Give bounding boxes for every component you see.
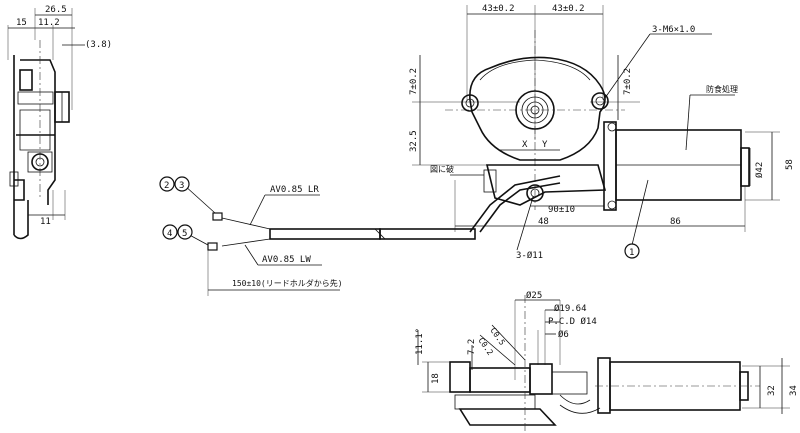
balloon-4 — [162, 224, 178, 240]
balloon-5 — [177, 224, 193, 240]
balloon-3 — [174, 176, 190, 192]
label-av-lw: AV0.85 LW — [262, 255, 311, 265]
label-av-lr: AV0.85 LR — [270, 185, 319, 195]
dim-c0-2: C0.2 — [476, 336, 495, 357]
dim-18: 18 — [431, 373, 441, 384]
dim-phi19-64: Ø19.64 — [554, 303, 587, 314]
dim-7-right: 7±0.2 — [623, 68, 633, 95]
dim-c0-5: C0.5 — [488, 326, 507, 347]
dim-90: 90±10 — [548, 205, 575, 215]
dim-phi25: Ø25 — [526, 290, 542, 301]
dim-86: 86 — [670, 217, 681, 227]
callout-3-m6: 3-M6×1.0 — [652, 25, 695, 35]
dim-phi6: Ø6 — [558, 329, 569, 340]
label-kiritsu: 図に破 — [430, 164, 454, 174]
balloon-3-text: 3 — [179, 181, 184, 191]
dim-7-left: 7±0.2 — [409, 68, 419, 95]
dim-pcd: P.C.D Ø14 — [548, 316, 597, 327]
callout-3-phi11: 3-Ø11 — [516, 250, 543, 261]
dim-48: 48 — [538, 217, 549, 227]
dim-34: 34 — [789, 385, 799, 396]
dim-43-right: 43±0.2 — [552, 4, 585, 14]
dim-15: 15 — [16, 18, 27, 28]
dim-32-5: 32.5 — [409, 130, 419, 152]
balloon-1-text: 1 — [629, 248, 634, 258]
dim-11-1-deg: 11.1° — [415, 328, 425, 355]
dim-150: 150±10(リードホルダから先) — [232, 278, 343, 288]
dim-26-5: 26.5 — [45, 5, 67, 15]
balloon-1 — [624, 243, 640, 259]
label-x: X — [522, 140, 528, 150]
balloon-4-text: 4 — [167, 229, 172, 239]
dim-3-8: (3.8) — [85, 40, 112, 50]
dim-11-2: 11.2 — [38, 18, 60, 28]
dim-43-left: 43±0.2 — [482, 4, 515, 14]
balloon-2-text: 2 — [164, 181, 169, 191]
label-treatment: 防食処理 — [706, 84, 738, 94]
bottom-side-view: Ø25 Ø19.64 P.C.D Ø14 Ø6 C0.5 C0.2 11.1° … — [415, 290, 799, 433]
dim-phi42: Ø42 — [754, 162, 765, 178]
dim-32: 32 — [767, 385, 777, 396]
main-front-view: 43±0.2 43±0.2 3-M6×1.0 7±0.2 32.5 7±0.2 … — [409, 4, 795, 261]
dim-58: 58 — [785, 159, 795, 170]
balloon-2 — [159, 176, 175, 192]
dim-11: 11 — [40, 217, 51, 227]
label-y: Y — [542, 140, 548, 150]
wire-harness: AV0.85 LR AV0.85 LW 150±10(リードホルダから先) 2 … — [159, 175, 561, 296]
balloon-5-text: 5 — [182, 229, 187, 239]
left-side-view: 26.5 15 11.2 (3.8) 11 — [7, 5, 112, 240]
